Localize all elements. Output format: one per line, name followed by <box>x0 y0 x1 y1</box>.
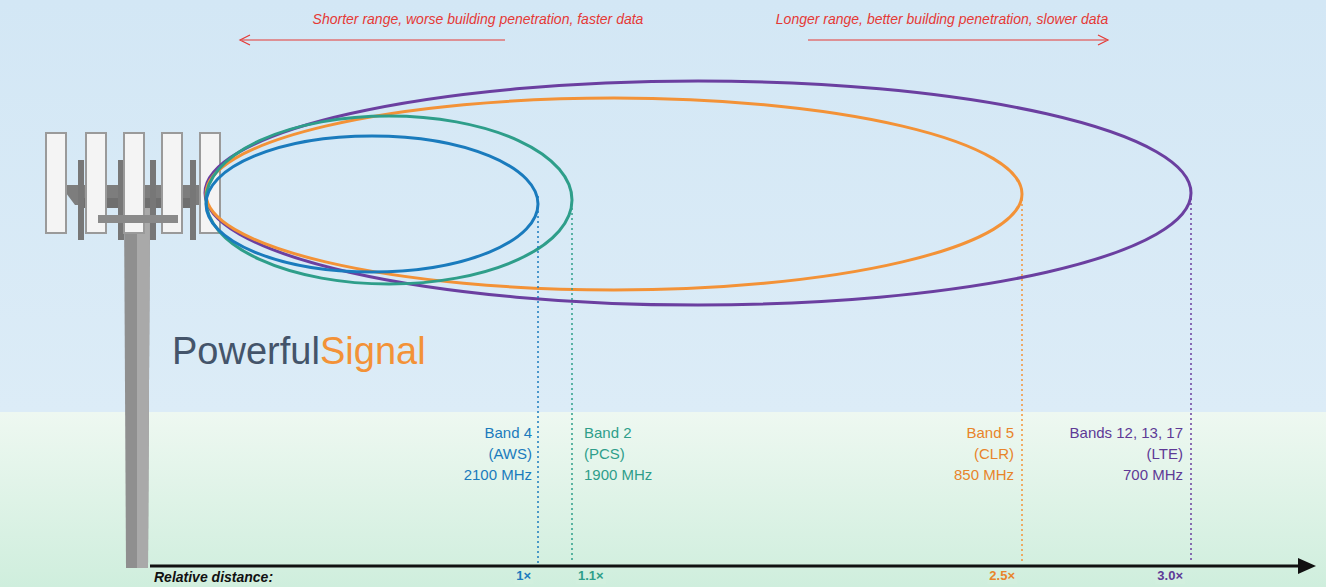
range-note: Shorter range, worse building penetratio… <box>313 11 644 27</box>
coverage-1900 <box>206 116 572 284</box>
range-arrowhead <box>1098 35 1108 45</box>
band-frequency: 850 MHz <box>954 466 1014 483</box>
coverage-700 <box>205 81 1191 305</box>
brand-logo: Signal <box>320 330 426 374</box>
band-name: Bands 12, 13, 17 <box>1070 424 1183 441</box>
range-arrowhead <box>240 35 250 45</box>
band-frequency: 700 MHz <box>1123 466 1183 483</box>
band-type: (LTE) <box>1147 445 1183 462</box>
band-name: Band 2 <box>584 424 632 441</box>
drop-line <box>571 198 573 563</box>
band-frequency: 1900 MHz <box>584 466 652 483</box>
band-frequency: 2100 MHz <box>464 466 532 483</box>
drop-line <box>1021 194 1023 563</box>
distance-value: 1× <box>514 569 533 584</box>
coverage-2100 <box>206 136 538 272</box>
distance-value: 3.0× <box>1155 569 1185 584</box>
distance-value: 2.5× <box>987 569 1017 584</box>
band-type: (PCS) <box>584 445 625 462</box>
range-note: Longer range, better building penetratio… <box>776 11 1108 27</box>
range-arrow <box>808 39 1106 40</box>
range-arrow <box>242 39 505 40</box>
brand-logo: Powerful <box>172 330 320 374</box>
distance-axis <box>150 565 1300 568</box>
axis-arrowhead <box>1298 558 1316 574</box>
distance-value: 1.1× <box>576 569 606 584</box>
ground <box>0 412 1326 587</box>
sky <box>0 0 1326 412</box>
band-name: Band 4 <box>484 424 532 441</box>
band-type: (AWS) <box>488 445 532 462</box>
band-name: Band 5 <box>966 424 1014 441</box>
band-type: (CLR) <box>974 445 1014 462</box>
coverage-850 <box>206 98 1022 290</box>
axis-title: Relative distance: <box>152 569 275 585</box>
drop-line <box>537 196 539 563</box>
drop-line <box>1190 193 1192 563</box>
